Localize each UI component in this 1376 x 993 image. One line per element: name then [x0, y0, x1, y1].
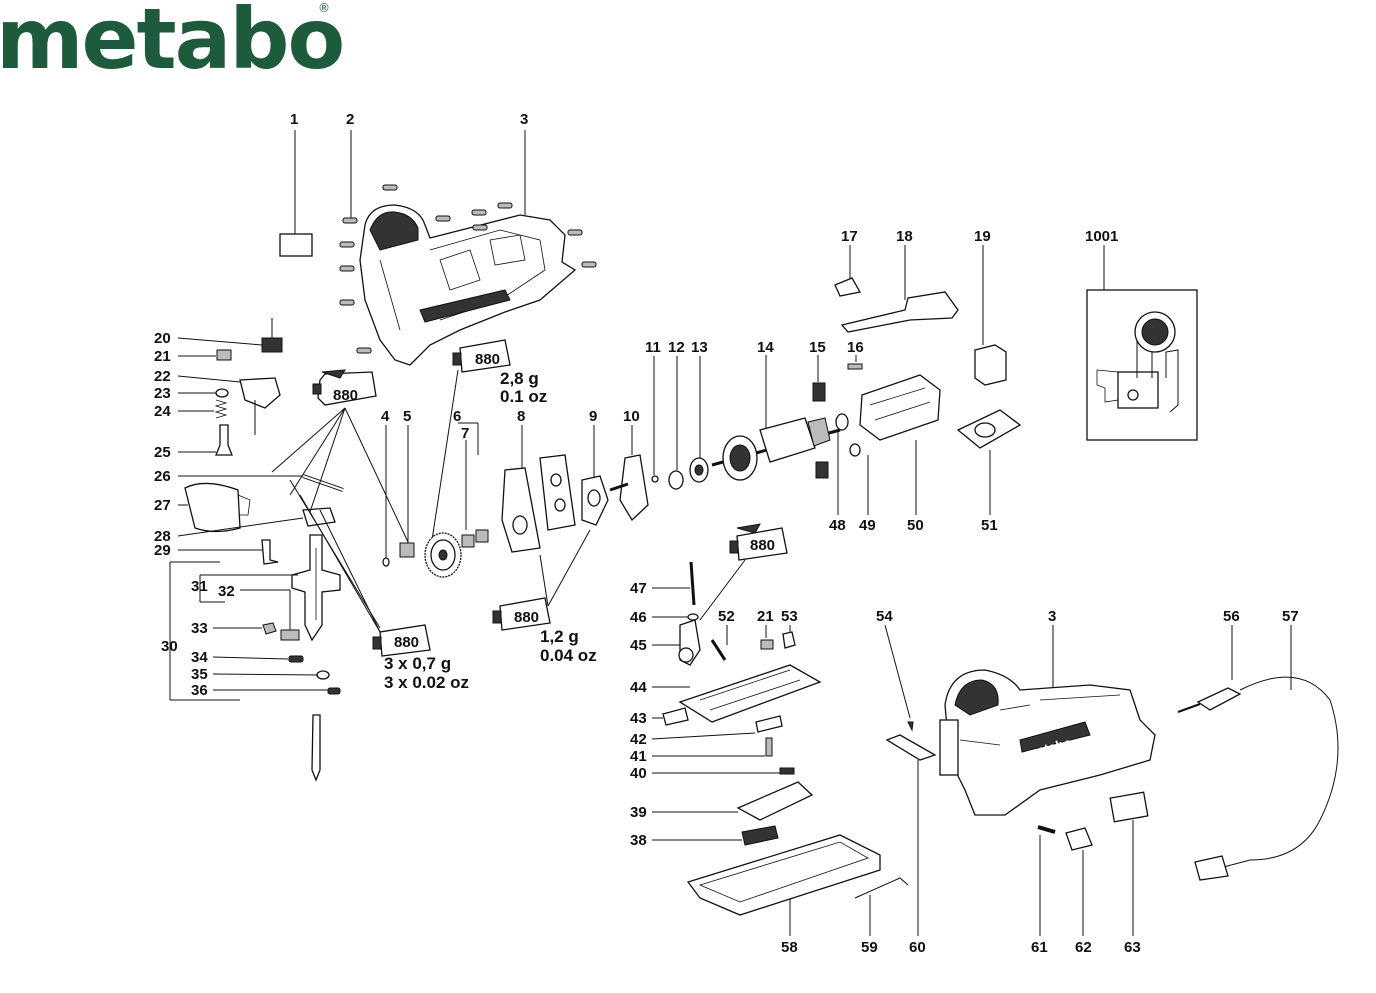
part-label-46: 46 — [630, 609, 647, 626]
base-parts — [662, 561, 909, 916]
part-label-14: 14 — [757, 339, 774, 356]
part-label-8: 8 — [517, 408, 525, 425]
part-label-57: 57 — [1282, 608, 1299, 625]
part-label-34: 34 — [191, 649, 208, 666]
power-cable — [1177, 676, 1339, 881]
part-label-63: 63 — [1124, 939, 1141, 956]
lubricant-tube-b: 880 2,8 g 0.1 oz — [452, 339, 547, 406]
part-label-3: 3 — [520, 111, 528, 128]
tube-c-qty-metric: 1,2 g — [540, 627, 579, 646]
part-label-56: 56 — [1223, 608, 1240, 625]
part-label-47: 47 — [630, 580, 647, 597]
part-label-38: 38 — [630, 832, 647, 849]
part-label-22: 22 — [154, 368, 171, 385]
tube-b-qty-metric: 2,8 g — [500, 369, 539, 388]
part-label-30: 30 — [161, 638, 178, 655]
leader-lines — [169, 130, 1292, 936]
gear-train-parts — [382, 454, 649, 578]
part-label-52: 52 — [718, 608, 735, 625]
part-label-49: 49 — [859, 517, 876, 534]
tube-a-label: 880 — [333, 387, 358, 404]
part-label-40: 40 — [630, 765, 647, 782]
part-label-13: 13 — [691, 339, 708, 356]
part-label-9: 9 — [589, 408, 597, 425]
part-label-62: 62 — [1075, 939, 1092, 956]
tube-e-label: 880 — [750, 537, 775, 554]
metabo-logo: metabo ® — [0, 0, 345, 88]
registered-mark: ® — [318, 1, 330, 15]
part-label-44: 44 — [630, 679, 647, 696]
part-number-labels: 1 2 3 20 21 22 23 24 25 26 27 28 29 31 3… — [154, 111, 1299, 956]
tube-c-label: 880 — [514, 609, 539, 626]
part-label-1: 1 — [290, 111, 298, 128]
part-label-28: 28 — [154, 528, 171, 545]
rating-label-1 — [279, 233, 313, 257]
housing-half — [359, 204, 577, 366]
screws — [339, 184, 597, 354]
lubricant-tube-a: 880 — [312, 369, 377, 406]
part-label-17: 17 — [841, 228, 858, 245]
lubricant-tube-d: 880 3 x 0,7 g 3 x 0.02 oz — [372, 624, 469, 692]
part-label-10: 10 — [623, 408, 640, 425]
part-label-59: 59 — [861, 939, 878, 956]
part-label-60: 60 — [909, 939, 926, 956]
part-label-27: 27 — [154, 497, 171, 514]
tube-d-qty-metric: 3 x 0,7 g — [384, 654, 451, 673]
part-label-58: 58 — [781, 939, 798, 956]
part-label-24: 24 — [154, 403, 171, 420]
part-label-26: 26 — [154, 468, 171, 485]
part-label-29: 29 — [154, 542, 171, 559]
part-label-16: 16 — [847, 339, 864, 356]
part-label-42: 42 — [630, 731, 647, 748]
part-label-12: 12 — [668, 339, 685, 356]
part-label-18: 18 — [896, 228, 913, 245]
part-label-2: 2 — [346, 111, 354, 128]
part-label-3b: 3 — [1048, 608, 1056, 625]
part-label-15: 15 — [809, 339, 826, 356]
part-label-51: 51 — [981, 517, 998, 534]
part-label-39: 39 — [630, 804, 647, 821]
part-label-7: 7 — [461, 425, 469, 442]
part-label-33: 33 — [191, 620, 208, 637]
part-label-54: 54 — [876, 608, 893, 625]
assembled-jigsaw: metabo — [885, 669, 1156, 851]
part-label-45: 45 — [630, 637, 647, 654]
part-label-48: 48 — [829, 517, 846, 534]
part-label-32: 32 — [218, 583, 235, 600]
part-label-21: 21 — [154, 348, 171, 365]
motor-parts — [651, 277, 1022, 490]
lubricant-tube-e: 880 — [729, 523, 788, 561]
left-cluster-parts — [184, 318, 344, 782]
part-label-61: 61 — [1031, 939, 1048, 956]
part-label-6: 6 — [453, 408, 461, 425]
lubricant-tube-c: 880 1,2 g 0.04 oz — [492, 597, 597, 665]
tube-d-qty-imperial: 3 x 0.02 oz — [384, 673, 469, 692]
tube-d-label: 880 — [394, 634, 419, 651]
part-label-4: 4 — [381, 408, 390, 425]
tube-b-qty-imperial: 0.1 oz — [500, 387, 547, 406]
part-label-5: 5 — [403, 408, 411, 425]
part-label-20: 20 — [154, 330, 171, 347]
part-label-50: 50 — [907, 517, 924, 534]
part-label-31: 31 — [191, 578, 208, 595]
part-label-25: 25 — [154, 444, 171, 461]
part-label-23: 23 — [154, 385, 171, 402]
part-label-11: 11 — [645, 339, 661, 356]
part-label-1001: 1001 — [1085, 228, 1118, 245]
tube-b-label: 880 — [475, 351, 500, 368]
logo-text: metabo — [0, 0, 343, 88]
tube-c-qty-imperial: 0.04 oz — [540, 646, 597, 665]
part-label-35: 35 — [191, 666, 208, 683]
part-label-36: 36 — [191, 682, 208, 699]
part-label-21b: 21 — [757, 608, 774, 625]
part-label-53: 53 — [781, 608, 798, 625]
part-label-19: 19 — [974, 228, 991, 245]
wiring-diagram-1001 — [1086, 289, 1198, 441]
part-label-43: 43 — [630, 710, 647, 727]
part-label-41: 41 — [630, 748, 647, 765]
